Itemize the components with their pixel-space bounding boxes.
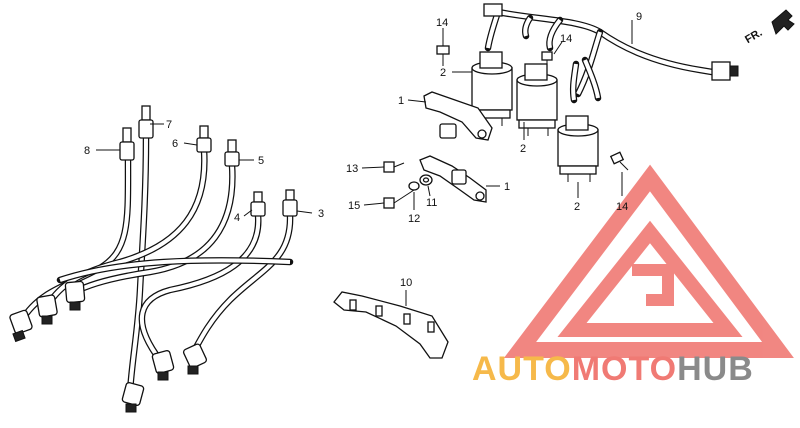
coil-bracket-upper <box>423 91 493 141</box>
callout-2-mid: 2 <box>520 143 526 155</box>
callout-14-mid: 14 <box>560 33 572 45</box>
plug-boot-f <box>182 343 208 375</box>
watermark-logo-triangle <box>503 164 794 358</box>
callout-6: 6 <box>172 138 178 150</box>
wire-3 <box>188 211 294 359</box>
front-direction-arrow: FR. <box>743 9 795 46</box>
callout-2-top: 2 <box>440 67 446 79</box>
plug-boot-c <box>64 280 86 311</box>
bolt-14-right <box>609 151 629 171</box>
leader-lines <box>96 20 633 306</box>
coil-bracket-lower <box>419 155 487 203</box>
bolt-14-mid <box>541 51 553 70</box>
wire-cap-3 <box>282 189 298 217</box>
ignition-coil-right <box>557 115 599 182</box>
callout-10: 10 <box>400 277 412 289</box>
callout-1-lower: 1 <box>504 181 510 193</box>
callout-14-right: 14 <box>616 201 628 213</box>
callout-2-right: 2 <box>574 201 580 213</box>
watermark-auto: AUTO <box>472 350 572 388</box>
washer-11 <box>419 174 433 186</box>
callout-7: 7 <box>166 119 172 131</box>
callout-9: 9 <box>636 11 642 23</box>
callout-8: 8 <box>84 145 90 157</box>
callout-13: 13 <box>346 163 358 175</box>
watermark-wordmark: AUTOMOTOHUB <box>472 350 754 388</box>
callout-3: 3 <box>318 208 324 220</box>
ignition-coil-middle <box>516 63 558 136</box>
callout-4: 4 <box>234 212 240 224</box>
callout-5: 5 <box>258 155 264 167</box>
plug-boot-e <box>151 350 175 381</box>
wire-cap-7 <box>138 105 154 139</box>
watermark-hub: HUB <box>677 350 754 388</box>
bolt-14-top <box>436 45 450 66</box>
ignition-wire-harness <box>483 3 739 104</box>
wire-5 <box>71 161 236 296</box>
wire-cap-5 <box>224 139 240 167</box>
spark-plug-wire-set <box>9 105 298 413</box>
svg-text:AUTOMOTOHUB: AUTOMOTOHUB <box>472 350 754 388</box>
callout-11: 11 <box>426 197 437 209</box>
watermark-moto: MOTO <box>572 350 677 388</box>
bolt-15 <box>383 189 415 209</box>
plug-boot-d <box>121 382 145 413</box>
bolt-13 <box>383 161 405 173</box>
plug-boot-a <box>9 309 33 343</box>
wire-protector <box>333 291 449 359</box>
wire-cap-8 <box>119 127 135 161</box>
wire-cap-4 <box>250 191 266 217</box>
wire-4 <box>138 211 262 364</box>
callout-1-upper: 1 <box>398 95 404 107</box>
callout-12: 12 <box>408 213 420 225</box>
wire-7 <box>126 134 150 396</box>
callout-labels: 14 2 1 2 14 9 2 14 13 15 12 11 1 10 7 8 … <box>84 11 642 289</box>
wire-cap-6 <box>196 125 212 153</box>
callout-14-top: 14 <box>436 17 448 29</box>
wire-6 <box>44 146 208 309</box>
plug-boot-b <box>36 294 58 325</box>
washer-12 <box>408 181 420 191</box>
callout-15: 15 <box>348 200 360 212</box>
front-direction-label: FR. <box>743 27 764 46</box>
